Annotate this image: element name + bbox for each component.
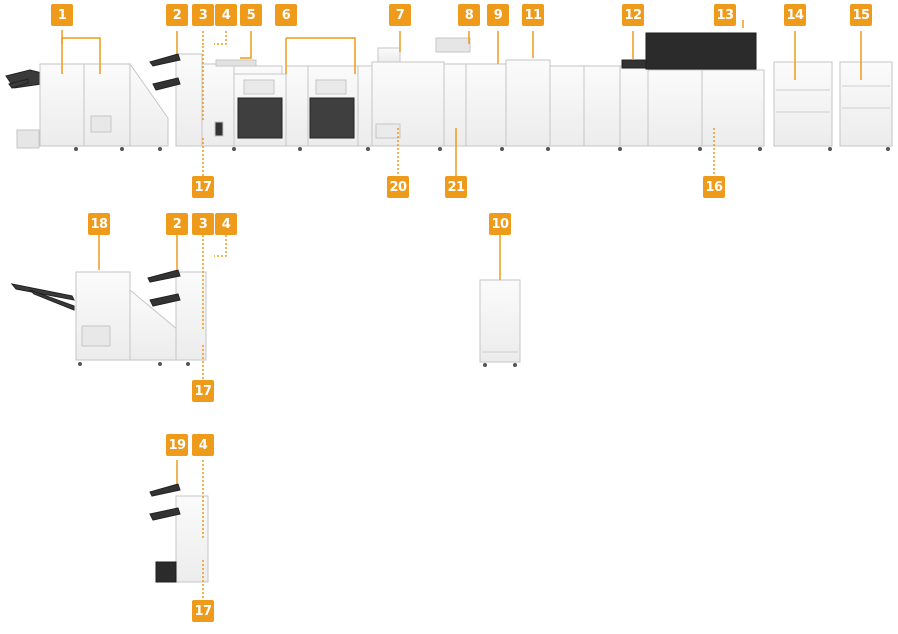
callout-17b-badge: 17 — [192, 380, 214, 402]
unit-7-drawer — [375, 123, 401, 139]
unit-10-wheels — [483, 363, 517, 367]
unit-9-body — [465, 63, 507, 147]
press-segment-e — [701, 69, 765, 147]
module-6b — [285, 65, 309, 147]
booklet-knob — [214, 121, 224, 137]
callout-13-badge: 13 — [714, 4, 736, 26]
press-segment-a — [549, 65, 585, 147]
alt-stacker-tray — [10, 283, 75, 311]
unit-8-feeder — [435, 37, 471, 53]
alt-finisher-trays — [147, 269, 181, 307]
finisher-19-base — [155, 561, 177, 583]
floor-box — [16, 129, 40, 149]
alt-stacker-unit — [75, 271, 131, 361]
callout-8-badge: 8 — [458, 4, 480, 26]
paper-deck-15 — [839, 61, 893, 147]
callout-6-badge: 6 — [275, 4, 297, 26]
leader-lines-row3 — [176, 460, 204, 600]
callout-18-badge: 18 — [88, 213, 110, 235]
finisher-slope — [129, 62, 169, 147]
callout-17c-badge: 17 — [192, 600, 214, 622]
paper-deck-14 — [773, 61, 833, 147]
callout-19-badge: 19 — [166, 434, 188, 456]
callout-1-badge: 1 — [51, 4, 73, 26]
callout-4c-badge: 4 — [192, 434, 214, 456]
main-system-row — [5, 32, 893, 149]
finisher-19-body — [175, 495, 209, 583]
callout-12-badge: 12 — [622, 4, 644, 26]
alt-wheels — [78, 362, 190, 366]
stacker-unit-b — [83, 63, 131, 147]
alt-finisher-row — [10, 269, 207, 361]
control-panel — [621, 59, 647, 69]
callout-15-badge: 15 — [850, 4, 872, 26]
finisher-trays — [149, 53, 181, 91]
alt-finisher-tower — [175, 271, 207, 361]
module-6d — [357, 65, 373, 147]
callout-3b-badge: 3 — [192, 213, 214, 235]
alt-stacker-window — [81, 325, 111, 347]
callout-2b-badge: 2 — [166, 213, 188, 235]
callout-16-badge: 16 — [703, 176, 725, 198]
callout-3-badge: 3 — [192, 4, 214, 26]
leader-lines-row2 — [98, 235, 227, 380]
callout-5-badge: 5 — [240, 4, 262, 26]
callout-4b-badge: 4 — [215, 213, 237, 235]
module-6-panels — [243, 79, 347, 95]
leader-lines-main — [61, 20, 862, 176]
stacker-tray — [5, 69, 43, 89]
inserter-tray — [215, 59, 257, 67]
unit-10 — [479, 279, 521, 363]
finisher-19-trays — [149, 483, 181, 521]
stacker-unit-a — [39, 63, 85, 147]
unit-11-body — [505, 59, 551, 147]
finisher-19 — [149, 483, 209, 583]
stacker-window — [90, 115, 112, 133]
module-6-windows — [237, 97, 355, 139]
unit-7-top — [377, 47, 401, 63]
unit-8-body — [443, 63, 467, 147]
press-top-dark — [645, 32, 757, 70]
press-segment-b — [583, 65, 621, 147]
callout-4-badge: 4 — [215, 4, 237, 26]
callout-10-badge: 10 — [489, 213, 511, 235]
press-segment-d — [647, 69, 703, 147]
callout-14-badge: 14 — [784, 4, 806, 26]
callout-9-badge: 9 — [487, 4, 509, 26]
callout-20-badge: 20 — [387, 176, 409, 198]
callout-2-badge: 2 — [166, 4, 188, 26]
callout-7-badge: 7 — [389, 4, 411, 26]
callout-17a-badge: 17 — [192, 176, 214, 198]
main-row-wheels — [74, 147, 890, 151]
deck-drawer-lines — [776, 85, 890, 113]
finisher-tower — [175, 53, 203, 147]
callout-11-badge: 11 — [522, 4, 544, 26]
unit-10-body — [479, 279, 521, 363]
callout-21-badge: 21 — [445, 176, 467, 198]
press-segment-c — [619, 65, 649, 147]
